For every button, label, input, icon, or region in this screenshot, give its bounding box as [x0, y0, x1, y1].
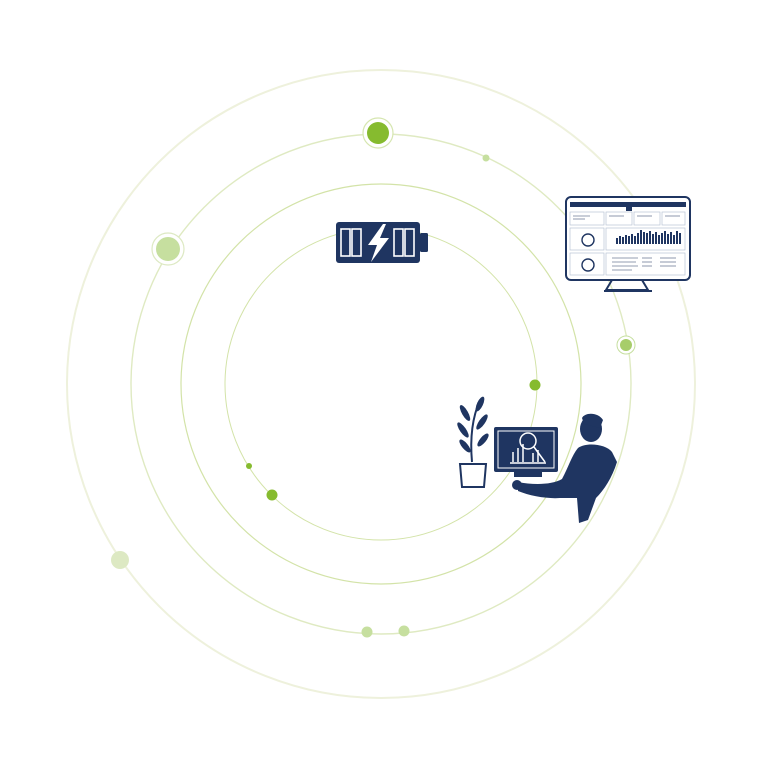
orbit-ring-3: [130, 133, 632, 635]
orbit-ring-2: [180, 183, 582, 585]
chart-magnifier-icon: [510, 432, 546, 464]
battery-icon: [336, 222, 428, 263]
orbit-rings: [66, 69, 696, 699]
orbit-dot-small-top-right: [482, 154, 490, 162]
orbit-dot-inner-left-small: [246, 463, 252, 469]
lightning-bolt-icon: [368, 224, 389, 262]
orbit-dots: [111, 117, 636, 638]
orbit-dot-left: [156, 237, 180, 261]
dashboard-bar-chart-icon: [616, 230, 681, 244]
orbit-dot-bottom-2: [398, 625, 410, 637]
orbit-dot-bottom-1: [361, 626, 373, 638]
orbit-ring-outer: [66, 69, 696, 699]
orbit-dot-inner-left: [266, 489, 278, 501]
monitor-dashboard-icon: [565, 196, 691, 292]
orbit-dot-top: [367, 122, 389, 144]
person-at-computer-icon: [494, 413, 617, 523]
orbit-dot-inner-right: [529, 379, 541, 391]
potted-plant-icon: [457, 396, 489, 488]
orbit-dot-right: [620, 339, 632, 351]
orbit-dot-outer-left: [111, 551, 129, 569]
